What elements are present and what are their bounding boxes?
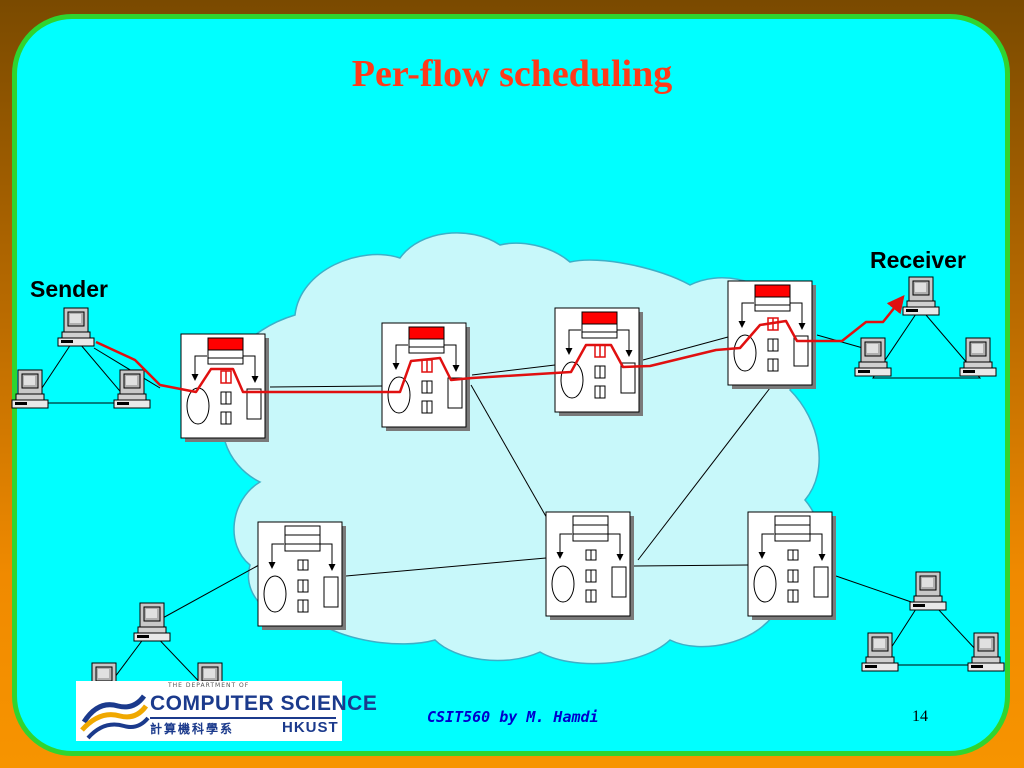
network-links <box>31 307 992 694</box>
logo-chinese-text: 計算機科學系 <box>150 722 235 736</box>
department-logo: THE DEPARTMENT OF COMPUTER SCIENCE 計算機科學… <box>76 681 377 741</box>
logo-institution: HKUST <box>282 719 339 736</box>
host-right-2 <box>959 337 997 377</box>
host-left-2 <box>113 369 151 409</box>
logo-emblem-icon <box>80 694 150 740</box>
flow-path <box>95 295 905 394</box>
sender-label: Sender <box>30 276 108 302</box>
host-right-1 <box>854 337 892 377</box>
sender-host <box>57 307 95 347</box>
router-7 <box>748 512 836 620</box>
receiver-label: Receiver <box>870 247 966 273</box>
router-5 <box>258 522 346 630</box>
logo-divider <box>150 717 336 719</box>
host-br-2 <box>967 632 1005 672</box>
slide-title: Per-flow scheduling <box>351 53 673 95</box>
footer-text: CSIT560 by M. Hamdi <box>427 708 599 726</box>
logo-main-text: COMPUTER SCIENCE <box>150 692 378 715</box>
receiver-host <box>902 276 940 316</box>
router-2 <box>382 323 470 431</box>
host-left-1 <box>11 369 49 409</box>
host-br-top <box>909 571 947 611</box>
router-3 <box>555 308 643 416</box>
page-number: 14 <box>912 708 928 725</box>
router-4 <box>728 281 816 389</box>
router-1 <box>181 334 269 442</box>
host-br-1 <box>861 632 899 672</box>
router-6 <box>546 512 634 620</box>
logo-small-text: THE DEPARTMENT OF <box>168 682 250 689</box>
host-bl-top <box>133 602 171 642</box>
